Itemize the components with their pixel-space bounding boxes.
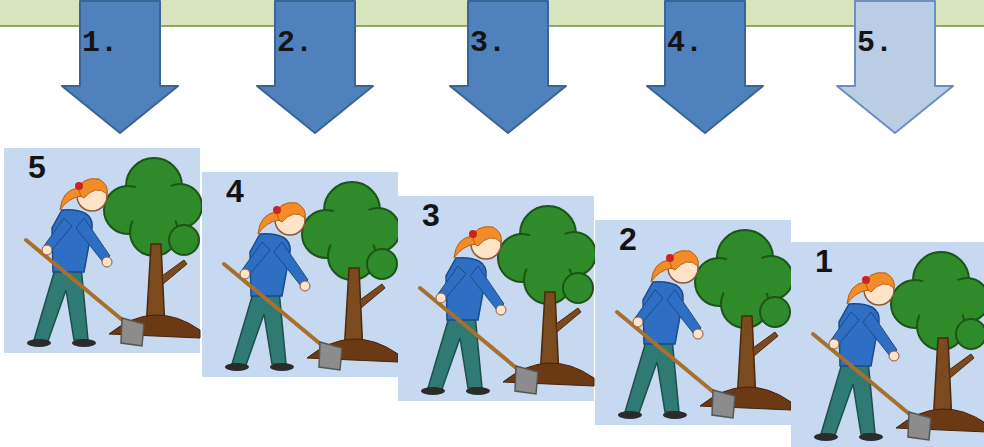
gardening-picture <box>791 242 984 447</box>
step-label: 5. <box>857 28 893 58</box>
gardening-picture <box>4 148 202 353</box>
step-arrow: 2. <box>255 0 375 135</box>
gardening-picture <box>398 196 596 401</box>
step-label: 1. <box>82 28 118 58</box>
arrow-shape <box>60 0 180 135</box>
callout-number: 4 <box>226 174 244 209</box>
step-label: 4. <box>667 28 703 58</box>
picture-panel: 5 <box>4 148 200 353</box>
picture-panel: 2 <box>595 220 791 425</box>
callout-number: 2 <box>619 222 637 257</box>
picture-panel: 3 <box>398 196 594 401</box>
step-arrow: 3. <box>448 0 568 135</box>
arrow-outline <box>647 1 763 133</box>
step-arrow: 5. <box>835 0 955 135</box>
arrow-shape <box>645 0 765 135</box>
callout-number: 5 <box>28 150 46 185</box>
step-label: 2. <box>277 28 313 58</box>
arrow-shape <box>448 0 568 135</box>
arrow-outline <box>62 1 178 133</box>
arrow-shape <box>835 0 955 135</box>
arrow-outline <box>837 1 953 133</box>
picture-panel: 1 <box>791 242 984 447</box>
picture-panel: 4 <box>202 172 398 377</box>
arrow-outline <box>257 1 373 133</box>
step-arrow: 1. <box>60 0 180 135</box>
step-arrow: 4. <box>645 0 765 135</box>
gardening-picture <box>595 220 793 425</box>
callout-number: 1 <box>815 244 833 279</box>
arrow-shape <box>255 0 375 135</box>
callout-number: 3 <box>422 198 440 233</box>
arrow-outline <box>450 1 566 133</box>
gardening-picture <box>202 172 400 377</box>
step-label: 3. <box>470 28 506 58</box>
